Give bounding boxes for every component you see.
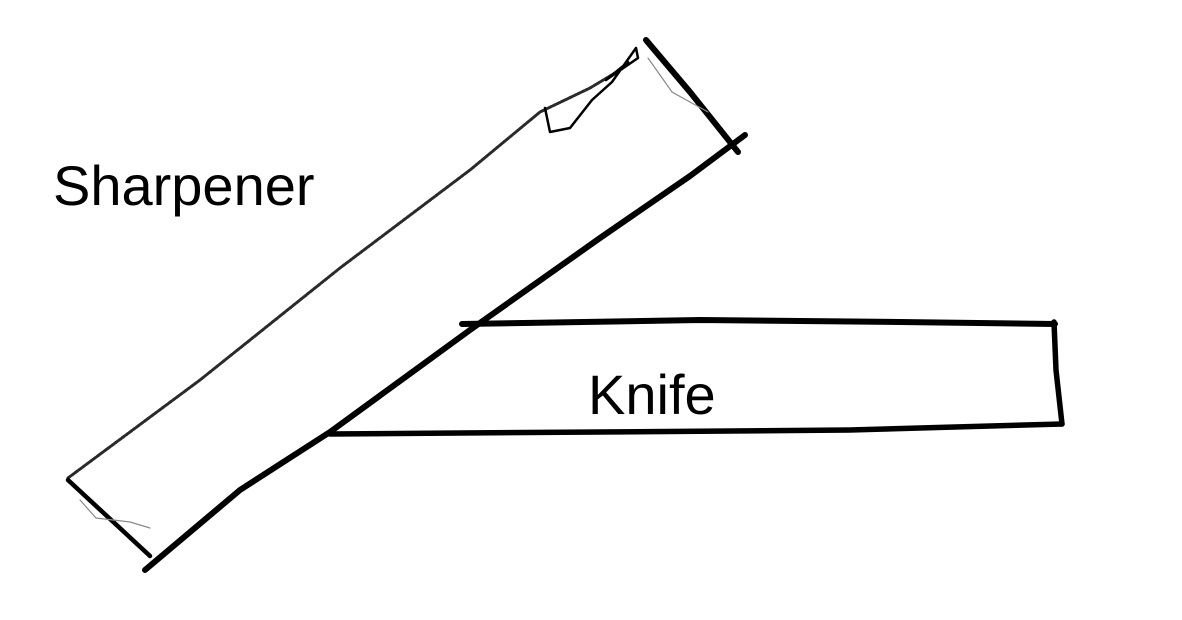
- sharpener-faint-bottom-line: [79, 499, 151, 529]
- knife-top-edge: [459, 317, 1058, 327]
- knife-right-end: [1051, 319, 1065, 427]
- knife-label: Knife: [588, 363, 716, 426]
- sharpener-top-edge: [66, 68, 622, 480]
- sharpener-faint-top-line: [647, 57, 709, 113]
- sharpener-label: Sharpener: [53, 154, 315, 217]
- knife-bottom-edge: [327, 421, 1065, 437]
- sharpener-corner-scribble: [543, 46, 640, 134]
- sharpener-shape: [65, 37, 748, 573]
- sharpener-top-end: [643, 37, 741, 155]
- sharpener-bottom-edge: [142, 132, 748, 573]
- knife-shape: [327, 317, 1065, 437]
- sharpener-bottom-end: [65, 477, 153, 559]
